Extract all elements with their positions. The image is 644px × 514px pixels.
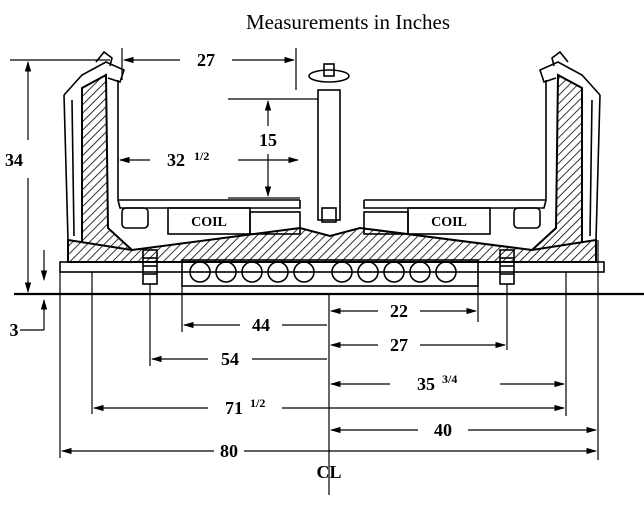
dim-35-main: 35 xyxy=(417,374,435,394)
dimension-lines xyxy=(10,48,599,495)
dim-71-main: 71 xyxy=(225,398,243,418)
dim-80: 80 xyxy=(220,441,238,461)
right-bolt xyxy=(499,249,515,285)
dim-35-frac: 3/4 xyxy=(442,372,457,386)
center-post xyxy=(317,89,341,221)
dim-71-frac: 1/2 xyxy=(250,396,265,410)
coil-label-left: COIL xyxy=(191,215,227,230)
dim-32-main: 32 xyxy=(167,150,185,170)
dim-27-top: 27 xyxy=(197,50,215,70)
dim-27-bottom: 27 xyxy=(390,335,408,355)
dim-15: 15 xyxy=(259,130,277,150)
dim-54: 54 xyxy=(221,349,239,369)
right-outer-profile xyxy=(589,94,601,241)
coil-label-right: COIL xyxy=(431,215,467,230)
left-wall xyxy=(81,73,135,251)
floor-slab xyxy=(67,226,597,263)
dim-44: 44 xyxy=(252,315,270,335)
centerline-symbol: CL xyxy=(316,462,341,482)
dim-3: 3 xyxy=(10,320,19,340)
dim-34: 34 xyxy=(5,150,23,170)
dim-22: 22 xyxy=(390,301,408,321)
diagram-title: Measurements in Inches xyxy=(246,10,450,34)
center-cap xyxy=(308,69,350,83)
tube-row xyxy=(181,259,479,287)
left-outer-profile xyxy=(63,94,75,241)
dim-32-frac: 1/2 xyxy=(194,149,209,163)
dim-40: 40 xyxy=(434,420,452,440)
structure-drawing xyxy=(14,50,644,296)
